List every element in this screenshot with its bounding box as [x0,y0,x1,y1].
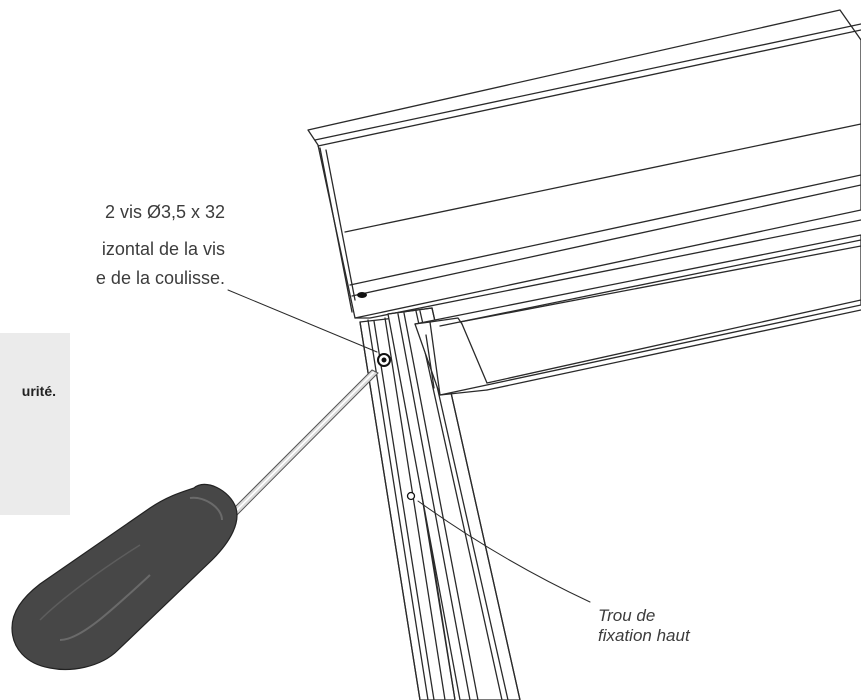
top-rail [307,9,861,319]
horizontal-slat [414,234,861,396]
safety-note-text: urité. [21,383,56,399]
fixing-hole-callout: Trou de fixation haut [598,606,690,646]
safety-note-box [0,333,70,515]
screw-instructions: 2 vis Ø3,5 x 32 izontal de la vis e de l… [0,195,225,305]
screwdriver-handle [11,483,238,671]
instruction-line-2: izontal de la vis [101,239,225,259]
safety-note: urité. [0,380,70,410]
screw-leader-line [227,289,378,353]
slide-rail [359,307,521,700]
instruction-line-3: e de la coulisse. [95,268,225,288]
callout-line-1: Trou de [598,606,656,625]
rail-hole [357,292,367,298]
upper-fixing-hole [406,491,416,501]
instruction-line-1: 2 vis Ø3,5 x 32 [104,202,225,222]
hole-leader-line [417,500,591,603]
callout-line-2: fixation haut [598,626,690,645]
screwdriver [11,369,379,671]
